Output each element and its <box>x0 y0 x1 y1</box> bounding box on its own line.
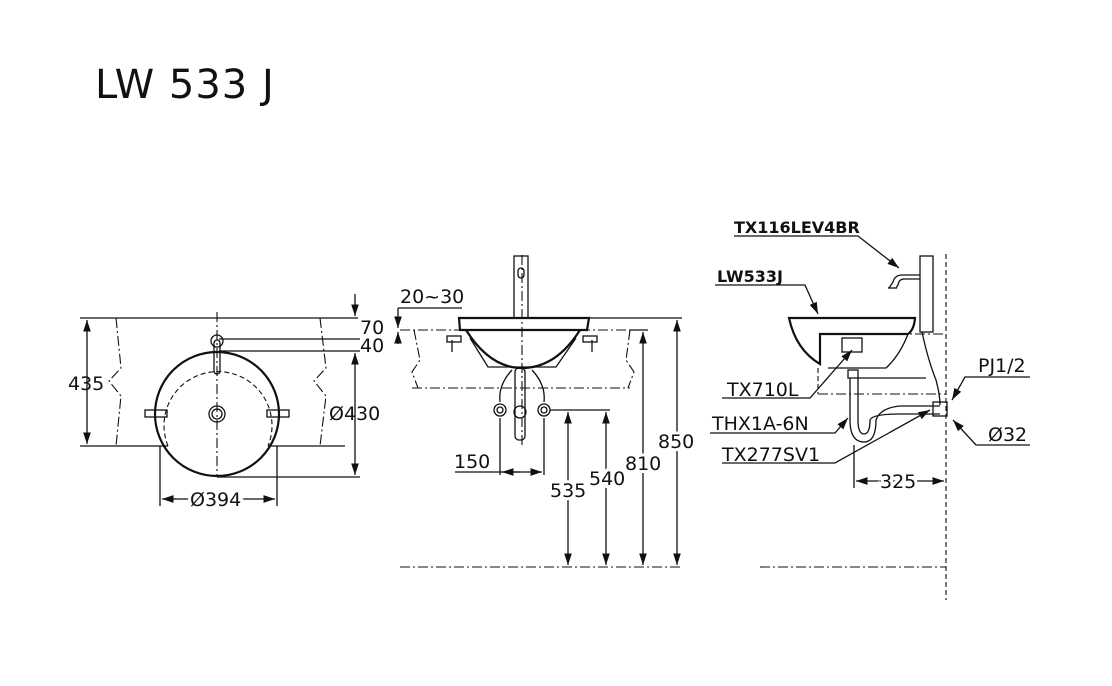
drawing-title: LW 533 J <box>95 62 275 108</box>
dim-bowl-diameter: Ø394 <box>190 489 241 511</box>
dim-counter-height: 810 <box>625 453 661 475</box>
faucet-body <box>919 255 934 333</box>
dim-supply-height: 535 <box>550 480 586 502</box>
dim-drain-height: 540 <box>589 468 625 490</box>
dim-outer-diameter: Ø430 <box>329 403 380 425</box>
basin-bowl <box>465 329 581 370</box>
plan-view: 435 70 40 Ø430 Ø394 <box>68 294 384 514</box>
front-view: 20~30 150 535 540 810 850 <box>394 255 697 568</box>
label-valve: TX277SV1 <box>721 444 820 466</box>
label-basin: LW533J <box>717 267 783 286</box>
drain-icon <box>208 405 226 423</box>
label-waste: TX710L <box>726 379 799 401</box>
faucet-body <box>513 255 529 319</box>
dim-rim-height: 850 <box>658 431 694 453</box>
dim-depth: 435 <box>68 373 104 395</box>
dim-wall-distance: 325 <box>880 471 916 493</box>
faucet-hole <box>210 334 224 348</box>
label-pipe-diameter: Ø32 <box>988 424 1027 446</box>
dim-rim-offset: 40 <box>360 335 384 357</box>
label-faucet: TX116LEV4BR <box>734 218 860 237</box>
dim-faucet-offset: 70 <box>360 317 384 339</box>
label-thread: PJ1/2 <box>978 355 1026 377</box>
drain-pipe <box>514 367 526 441</box>
label-trap: THX1A-6N <box>711 413 809 435</box>
dim-counter-thickness: 20~30 <box>400 286 464 308</box>
dim-supply-spacing: 150 <box>454 451 490 473</box>
side-view: 325 TX116LEV4BR LW533J TX710L THX1A-6N T… <box>710 218 1030 600</box>
